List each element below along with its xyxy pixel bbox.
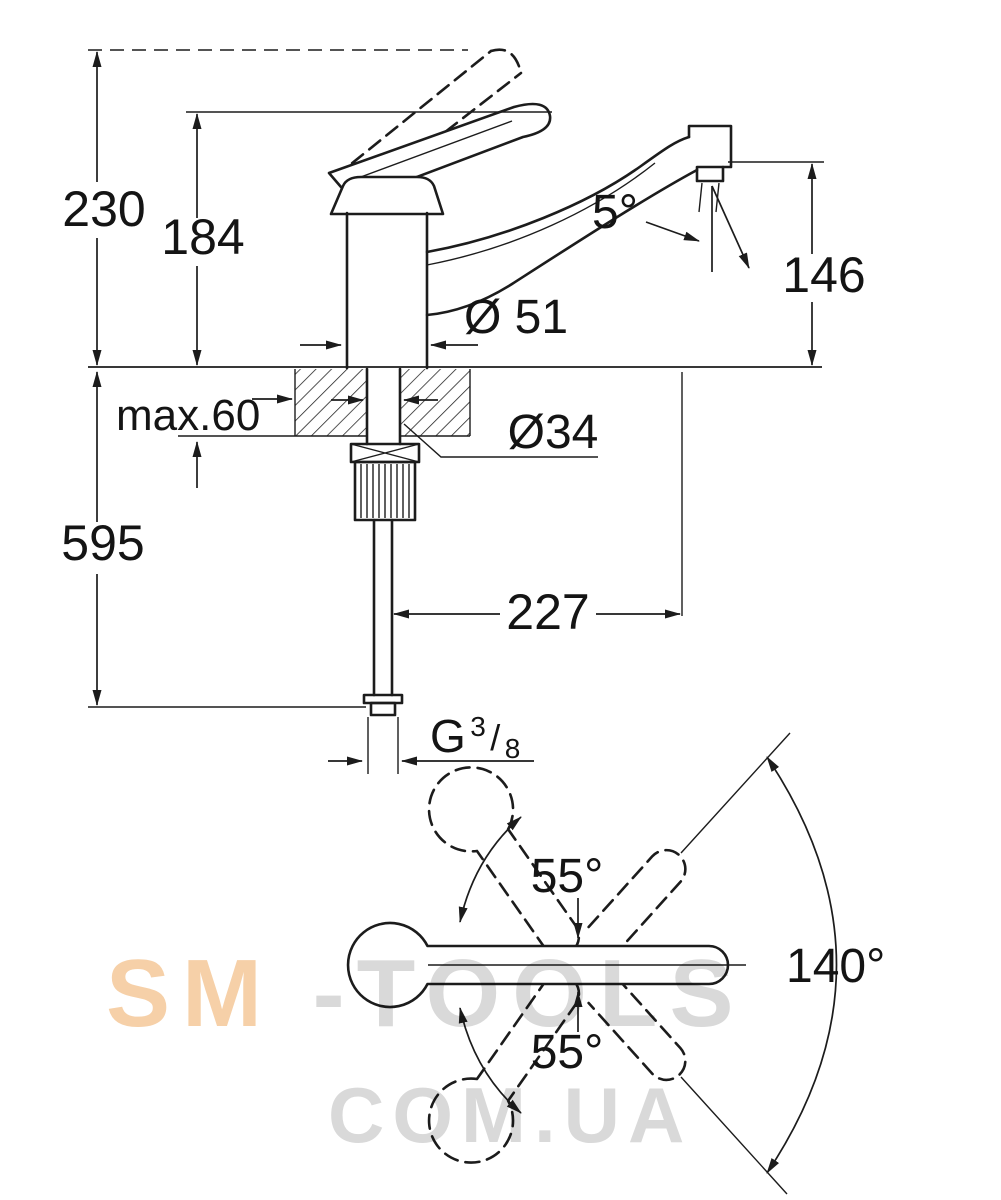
water-stream-ticks [698, 182, 720, 213]
aerator [695, 165, 725, 183]
dim-max60: max.60 [116, 391, 260, 440]
watermark-tools: -TOOLS [313, 940, 746, 1047]
stream-angle-line [711, 185, 750, 269]
swivel-arc-140 [766, 756, 838, 1174]
lever-detail-line [349, 120, 513, 182]
thread-prefix: G [430, 710, 466, 762]
spout-phantom-down [587, 976, 687, 1082]
spout-top-edge [425, 135, 691, 254]
dim-dia51: Ø 51 [464, 291, 568, 344]
side-dimensions: 230 184 146 5° Ø 51 max.60 [61, 49, 866, 774]
dim-thread-g38: G 3 / 8 [430, 710, 520, 764]
counter-hatch-right [400, 369, 470, 436]
handle-phantom-up [427, 766, 581, 957]
supply-connector [362, 693, 404, 717]
handle-phantom-down [427, 973, 581, 1164]
side-view: 230 184 146 5° Ø 51 max.60 [61, 48, 866, 774]
spout-inner-line [426, 162, 656, 266]
spout-bottom-edge [425, 168, 699, 317]
watermark-line2: COM.UA [328, 1071, 692, 1159]
dim-140deg: 140° [786, 940, 885, 993]
dim-55deg-up: 55° [531, 850, 604, 903]
mounting-nut [353, 460, 417, 522]
thread-denominator: 8 [505, 733, 521, 764]
counter-hatch-left [295, 369, 367, 436]
faucet-side-drawing [327, 48, 733, 717]
watermark-line1: SM -TOOLS [106, 940, 746, 1047]
dim-227: 227 [506, 584, 589, 640]
dim-5deg: 5° [592, 186, 638, 239]
spout-end [687, 124, 733, 169]
dim-146: 146 [782, 247, 865, 303]
watermark-sm: SM [106, 940, 274, 1047]
thread-numerator: 3 [470, 711, 486, 742]
faucet-dome [329, 175, 445, 216]
dim-184: 184 [161, 209, 244, 265]
dim-55deg-down: 55° [531, 1026, 604, 1079]
watermark: SM -TOOLS COM.UA [106, 940, 746, 1159]
washer [349, 442, 421, 464]
dim-595: 595 [61, 515, 144, 571]
spout-phantom-up [587, 848, 687, 954]
top-view: 140° 55° 55° [346, 732, 885, 1195]
dim-230: 230 [62, 181, 145, 237]
thread-slash: / [490, 717, 500, 758]
dim-dia34: Ø34 [508, 406, 599, 459]
